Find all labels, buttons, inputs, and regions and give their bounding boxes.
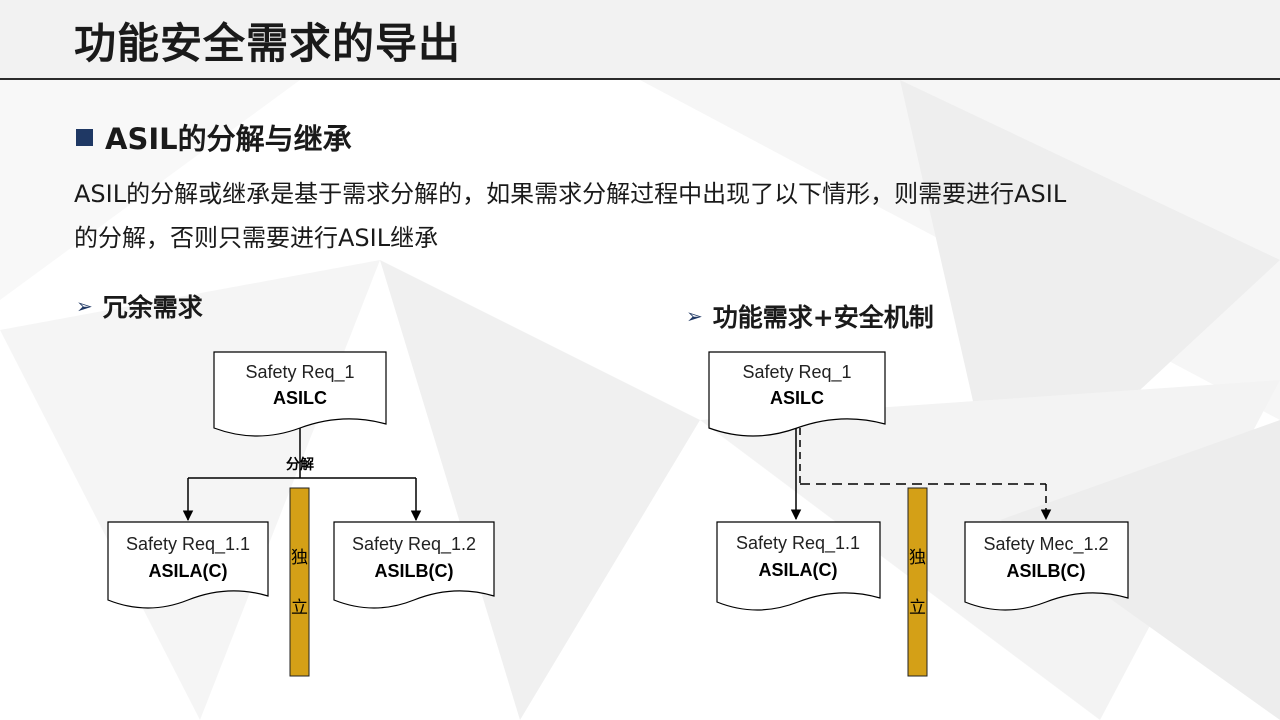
square-bullet-icon (76, 128, 93, 146)
intro-paragraph: ASIL的分解或继承是基于需求分解的，如果需求分解过程中出现了以下情形，则需要进… (74, 172, 1214, 260)
left-child-2-name: Safety Req_1.2 (352, 534, 476, 555)
section-heading: ASIL的分解与继承 (76, 116, 352, 158)
right-parent-asil: ASILC (770, 388, 824, 408)
intro-line-2: 的分解，否则只需要进行ASIL继承 (74, 224, 439, 252)
left-child-1-name: Safety Req_1.1 (126, 534, 250, 555)
right-parent-box (708, 351, 886, 437)
intro-line-1: ASIL的分解或继承是基于需求分解的，如果需求分解过程中出现了以下情形，则需要进… (74, 180, 1067, 208)
left-parent-name: Safety Req_1 (245, 362, 354, 383)
left-parent-box (213, 351, 387, 437)
left-independence-bar (289, 487, 310, 677)
left-child-1-box (107, 521, 269, 609)
right-subheading-text: 功能需求+安全机制 (712, 303, 934, 332)
right-independence-char-2: 立 (909, 598, 926, 617)
right-subheading: ➢ 功能需求+安全机制 (686, 298, 934, 334)
left-diagram: Safety Req_1 ASILC 分解 Safety Req_1.1 ASI… (107, 351, 495, 677)
section-heading-text: ASIL的分解与继承 (105, 122, 352, 156)
right-child-2-box (964, 521, 1129, 611)
right-independence-char-1: 独 (909, 548, 926, 567)
title-bar: 功能安全需求的导出 (0, 0, 1280, 78)
title-divider (0, 78, 1280, 80)
left-parent-asil: ASILC (273, 388, 327, 408)
right-diagram: Safety Req_1 ASILC Safety Req_1.1 ASILA(… (708, 351, 1129, 677)
arrow-bullet-icon: ➢ (686, 304, 703, 328)
left-child-1-asil: ASILA(C) (149, 561, 228, 581)
right-child-2-asil: ASILB(C) (1007, 561, 1086, 581)
right-independence-bar (907, 487, 928, 677)
left-independence-char-1: 独 (291, 548, 308, 567)
left-connector-label: 分解 (286, 456, 314, 472)
arrow-bullet-icon: ➢ (76, 294, 93, 318)
page-title: 功能安全需求的导出 (74, 19, 462, 68)
right-child-1-asil: ASILA(C) (759, 560, 838, 580)
left-child-2-box (333, 521, 495, 609)
right-parent-name: Safety Req_1 (742, 362, 851, 383)
right-child-1-name: Safety Req_1.1 (736, 533, 860, 554)
right-child-2-name: Safety Mec_1.2 (983, 534, 1108, 555)
left-subheading-text: 冗余需求 (102, 293, 203, 322)
right-child-1-box (716, 521, 881, 611)
left-child-2-asil: ASILB(C) (375, 561, 454, 581)
left-independence-char-2: 立 (291, 598, 308, 617)
left-subheading: ➢ 冗余需求 (76, 288, 203, 324)
